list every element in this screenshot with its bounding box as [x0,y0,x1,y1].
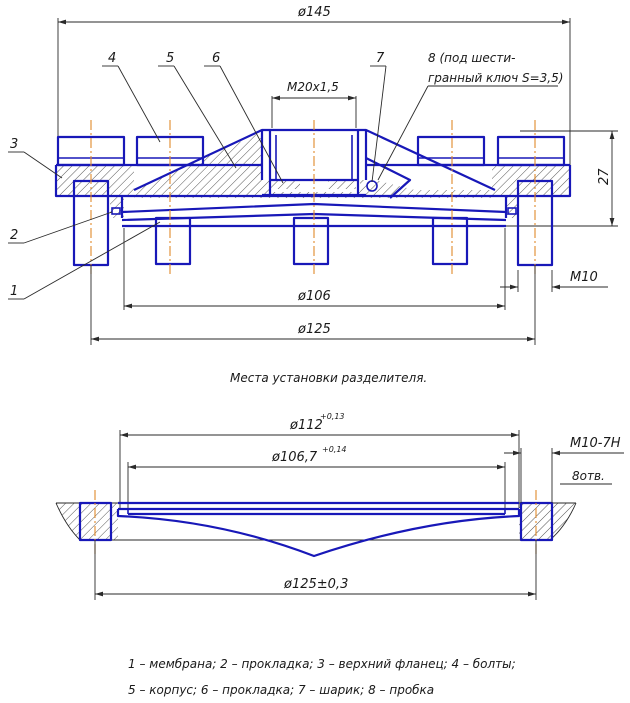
dim-d106: ø106 [123,228,506,310]
caption: Места установки разделителя. [230,371,427,385]
dim-d1067-text: ø106,7 [271,450,318,465]
label-4: 4 [108,51,116,66]
legend-line-1: 1 – мембрана; 2 – прокладка; 3 – верхний… [128,657,516,671]
dim-m10-7h: M10-7H 8отв. [504,436,624,503]
part-labels: 3 2 1 4 5 6 7 [8,51,563,300]
label-7: 7 [376,51,385,66]
dim-d112-text: ø112 [289,418,323,433]
bolt-heads [56,135,566,167]
label-8-line2: гранный ключ S=3,5) [428,71,563,85]
dim-d145-text: ø145 [297,5,331,20]
dim-d125-tol: ø125±0,3 [94,540,537,600]
mounting-hatch [56,503,576,540]
dim-d112: ø112 +0,13 [119,412,520,508]
assembly-section: ø145 M20x1,5 27 [8,5,618,345]
label-2: 2 [10,228,18,243]
dim-d125-tol-text: ø125±0,3 [283,577,348,592]
dim-d106-text: ø106 [297,289,331,304]
label-3: 3 [10,137,18,152]
dim-m10-text: M10 [570,270,598,285]
axis-lines [90,120,536,275]
mounting-section: ø112 +0,13 ø106,7 +0,14 [55,412,624,600]
gasket-2-left [111,207,121,215]
dim-m20-text: M20x1,5 [287,80,339,94]
label-1: 1 [10,284,18,299]
label-6: 6 [212,51,220,66]
dim-d1067: ø106,7 +0,14 [127,445,506,508]
dim-d112-tol: +0,13 [320,412,345,421]
dim-holes-text: 8отв. [572,469,605,483]
dim-d1067-tol: +0,14 [322,445,347,454]
dim-d125-text: ø125 [297,322,331,337]
dim-m20: M20x1,5 [271,80,357,128]
dim-d125: ø125 [90,265,536,345]
dim-h27: 27 [505,130,618,227]
dim-m10-7h-text: M10-7H [570,436,621,451]
label-8-line1: 8 (под шести- [428,51,516,65]
mounting-groove [116,501,521,558]
label-5: 5 [166,51,174,66]
dim-m10: M10 [500,270,608,292]
threaded-holes [78,490,554,556]
dim-h27-text: 27 [597,168,612,185]
gasket-2-right [507,207,517,215]
legend-line-2: 5 – корпус; 6 – прокладка; 7 – шарик; 8 … [128,683,434,697]
